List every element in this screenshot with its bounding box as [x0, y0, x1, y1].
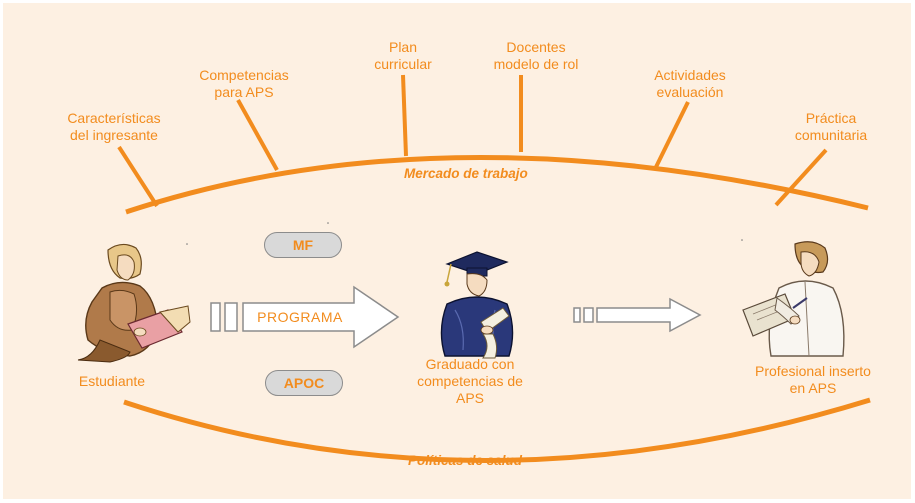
spoke-caracteristicas [117, 145, 159, 208]
stage-graduate-label: Graduado con competencias de APS [417, 356, 523, 406]
factor-competencias: Competencias para APS [199, 67, 289, 100]
graduate-arrow-stripe-1 [573, 307, 581, 323]
dot [741, 239, 743, 241]
factor-practica: Práctica comunitaria [794, 110, 868, 143]
professional-figure [742, 241, 845, 357]
spoke-practica [774, 148, 828, 207]
spoke-competencias [236, 99, 279, 171]
badge-mf: MF [264, 232, 342, 258]
dot [327, 222, 329, 224]
context-top-label: Mercado de trabajo [404, 166, 528, 181]
graduate-arrow-stripe-2 [583, 307, 594, 323]
program-arrow-stripe-1 [210, 302, 221, 332]
program-arrow-label: PROGRAMA [257, 309, 343, 325]
top-arc [125, 155, 869, 215]
factor-caracteristicas: Características del ingresante [67, 110, 161, 143]
spoke-actividades [654, 101, 690, 168]
student-figure [77, 243, 191, 363]
factor-actividades: Actividades evaluación [654, 67, 726, 100]
factor-plan: Plan curricular [374, 39, 432, 72]
stage-professional-label: Profesional inserto en APS [755, 363, 871, 396]
context-bottom-label: Políticas de salud [408, 453, 523, 468]
factor-docentes: Docentes modelo de rol [493, 39, 579, 72]
program-arrow-stripe-2 [224, 302, 238, 332]
badge-apoc: APOC [265, 370, 343, 396]
graduate-arrow-shape [596, 297, 702, 333]
dot [186, 243, 188, 245]
diagram-background [3, 3, 911, 499]
program-arrow-shape [242, 285, 400, 349]
stage-student-label: Estudiante [78, 373, 146, 389]
graduate-figure [440, 251, 514, 359]
spoke-plan [401, 74, 408, 157]
bottom-arc [123, 397, 871, 463]
